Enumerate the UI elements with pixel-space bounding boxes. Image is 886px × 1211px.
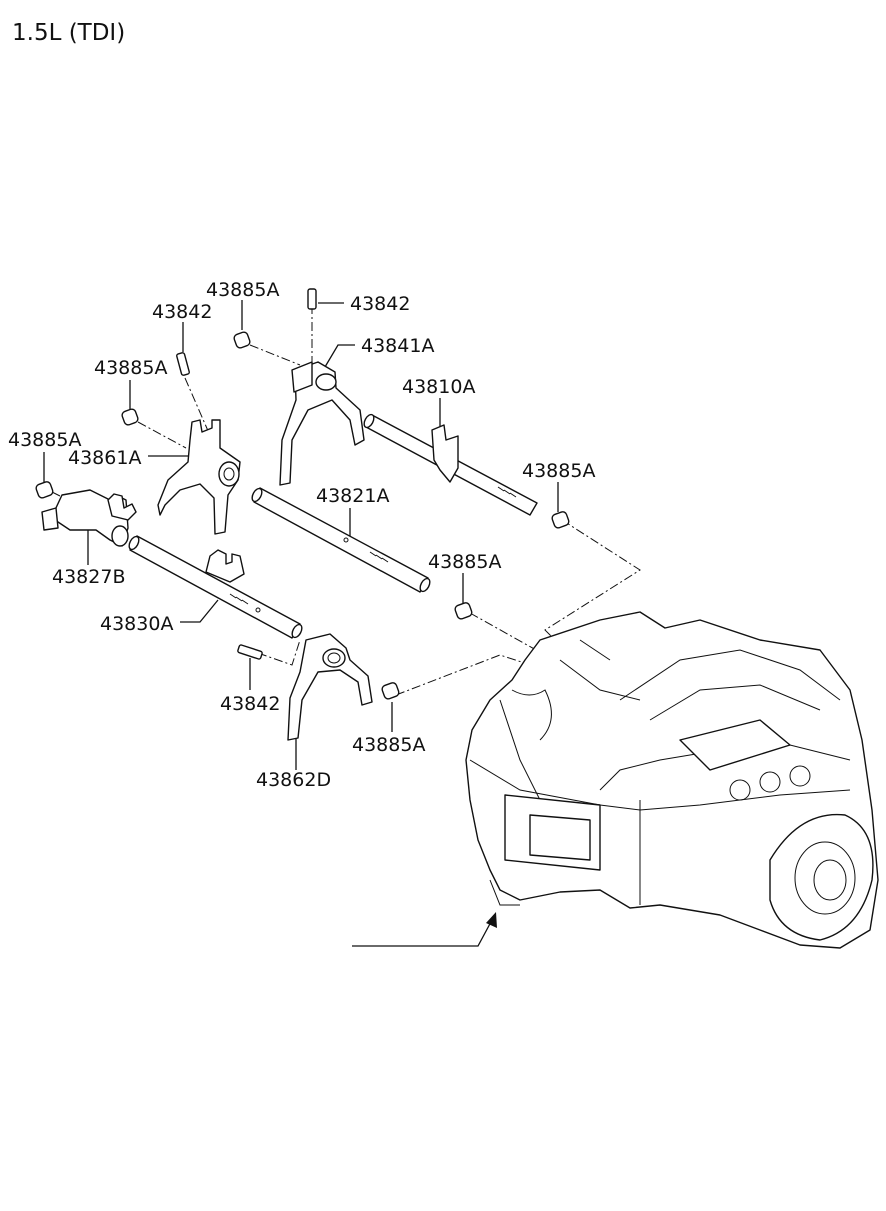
part-label: 43821A: [316, 485, 389, 507]
pin-part: [307, 288, 317, 310]
diagram-title: 1.5L (TDI): [12, 20, 125, 46]
selector-43827B: [41, 489, 137, 547]
part-label: 43862D: [256, 769, 331, 791]
shift-fork-43861A: [157, 419, 241, 535]
part-label: 43885A: [94, 357, 167, 379]
bushing-part: [233, 331, 251, 349]
shift-rail-43810A: [363, 413, 538, 516]
part-label: 43830A: [100, 613, 173, 635]
leader-line: [321, 344, 355, 373]
shift-fork-43862D: [287, 633, 373, 741]
part-label: 43827B: [52, 566, 125, 588]
bushing-part: [551, 511, 570, 529]
shift-rail-43821A: [251, 487, 431, 593]
bushing-part: [381, 682, 400, 700]
pin-part: [237, 644, 263, 660]
shift-fork-43841A: [279, 361, 365, 486]
part-label: 43861A: [68, 447, 141, 469]
assembly-line: [137, 421, 187, 449]
part-label: 43841A: [361, 335, 434, 357]
bushing-part: [35, 481, 54, 499]
leader-line: [180, 599, 219, 623]
part-label: 43842: [220, 693, 280, 715]
assembly-line: [249, 344, 301, 366]
assembly-line: [544, 519, 641, 641]
leader-line: [352, 919, 493, 947]
assembly-line: [51, 491, 61, 497]
part-label: 43885A: [428, 551, 501, 573]
part-label: 43885A: [206, 279, 279, 301]
shift-rail-43830A: [128, 535, 303, 639]
arrow-icon: [486, 912, 497, 928]
assembly-line: [469, 612, 546, 656]
bushing-part: [121, 408, 139, 426]
part-label: 43885A: [522, 460, 595, 482]
pin-part: [176, 352, 190, 376]
part-label: 43885A: [352, 734, 425, 756]
assembly-line: [257, 639, 301, 666]
transmission-housing: [465, 611, 879, 949]
part-label: 43810A: [402, 376, 475, 398]
bushing-part: [454, 602, 473, 620]
part-label: 43842: [152, 301, 212, 323]
part-label: 43842: [350, 293, 410, 315]
part-label: 43885A: [8, 429, 81, 451]
